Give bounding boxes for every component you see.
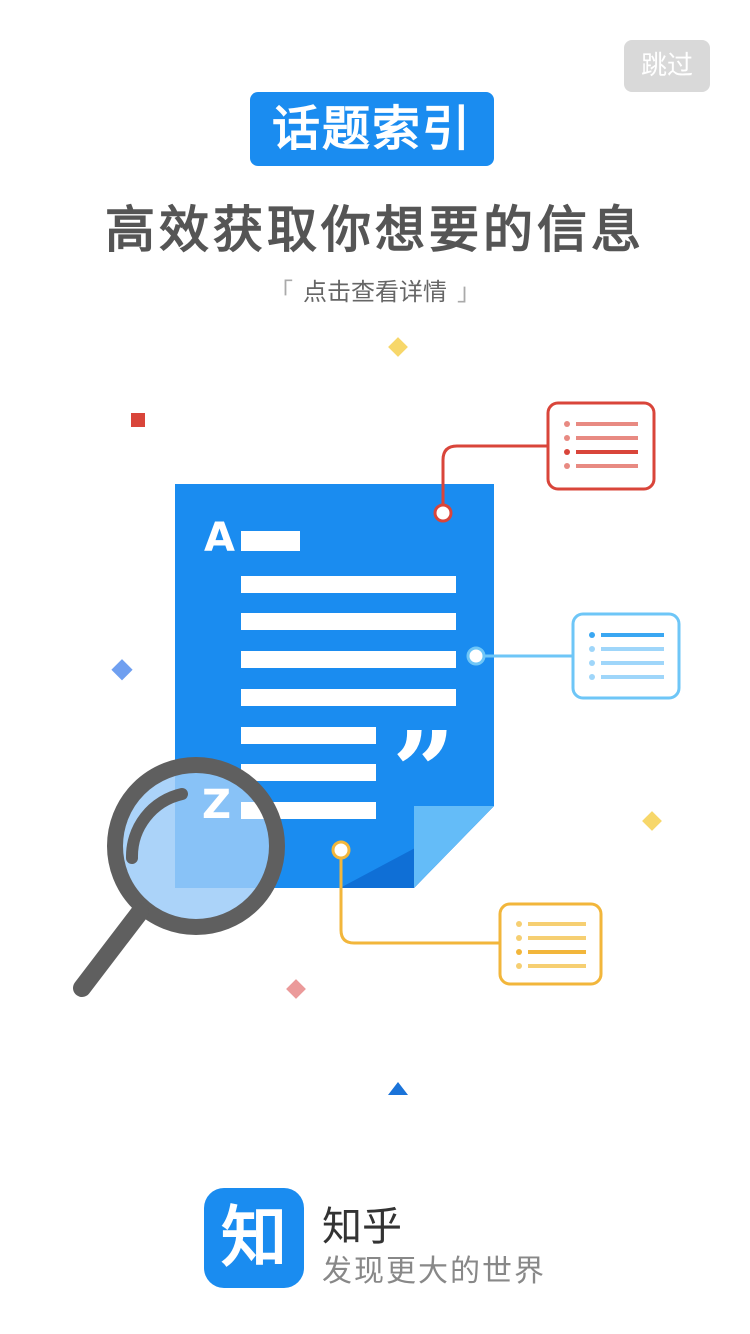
confetti-blue-triangle bbox=[388, 1082, 408, 1095]
red-callout-card bbox=[546, 401, 656, 491]
view-details-link[interactable]: 「点击查看详情」 bbox=[0, 272, 750, 307]
red-connector-line bbox=[441, 444, 548, 506]
magnifier-highlight bbox=[125, 788, 188, 864]
app-slogan: 发现更大的世界 bbox=[322, 1254, 546, 1289]
document-line-5 bbox=[241, 689, 456, 706]
bracket-close: 」 bbox=[457, 278, 481, 306]
app-name: 知乎 bbox=[322, 1204, 402, 1250]
blue-callout-card bbox=[571, 612, 681, 700]
headline: 高效获取你想要的信息 bbox=[105, 201, 645, 259]
confetti-blue-left bbox=[111, 659, 133, 681]
confetti-yellow-top bbox=[388, 337, 408, 357]
document-quote-mark: ” bbox=[392, 707, 455, 836]
document-fold bbox=[414, 806, 494, 888]
red-callout-list bbox=[564, 421, 638, 469]
topic-index-badge: 话题索引 bbox=[250, 92, 494, 166]
red-connector-dot bbox=[433, 503, 453, 523]
magnifier-handle bbox=[73, 903, 149, 997]
document-line-4 bbox=[241, 651, 456, 668]
document-letter-a: A bbox=[204, 515, 235, 561]
yellow-callout-list bbox=[516, 921, 586, 969]
document-line-1 bbox=[241, 531, 300, 551]
blue-callout-list bbox=[589, 632, 664, 680]
skip-button[interactable]: 跳过 bbox=[624, 40, 710, 92]
zhihu-logo: 知 bbox=[204, 1188, 304, 1288]
blue-connector-dot bbox=[466, 646, 486, 666]
confetti-red-square bbox=[131, 413, 145, 427]
confetti-pink bbox=[286, 979, 306, 999]
magnifier-ring bbox=[107, 757, 285, 935]
document-line-3 bbox=[241, 613, 456, 630]
yellow-connector-line bbox=[339, 858, 500, 945]
view-details-label: 点击查看详情 bbox=[303, 278, 447, 306]
document-line-7 bbox=[241, 764, 376, 781]
yellow-callout-card bbox=[498, 902, 603, 986]
confetti-yellow-right bbox=[642, 811, 662, 831]
document-line-2 bbox=[241, 576, 456, 593]
topic-index-illustration: A ” Z bbox=[73, 337, 681, 1095]
yellow-connector-dot bbox=[331, 840, 351, 860]
document-letter-z: Z bbox=[202, 782, 231, 828]
bracket-open: 「 bbox=[269, 278, 293, 306]
document-line-6 bbox=[241, 727, 376, 744]
